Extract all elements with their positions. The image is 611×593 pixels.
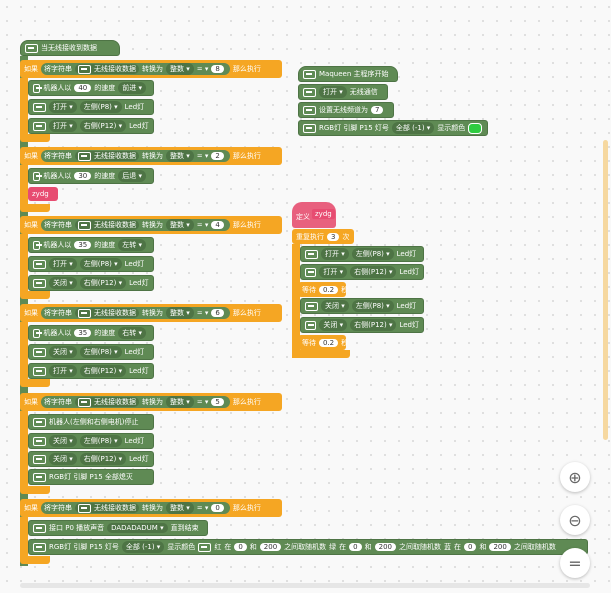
- function-define-block[interactable]: 定义 zydg: [292, 202, 336, 228]
- call-zydg-block[interactable]: zydg: [28, 187, 58, 201]
- horizontal-scrollbar[interactable]: [20, 583, 590, 588]
- condition[interactable]: 将字符串 无线接收数据 转换为 整数 ▾ = ▾ 5: [41, 396, 230, 408]
- led-block[interactable]: 打开 ▾ 右侧(P12) ▾ Led灯: [300, 264, 424, 280]
- stop-motors-block[interactable]: 机器人(左侧和右侧电机)停止: [28, 414, 154, 430]
- led-block[interactable]: 打开 ▾ 右侧(P12) ▾ Led灯: [28, 118, 154, 134]
- block-icon: [305, 301, 318, 311]
- block-icon: [33, 328, 43, 338]
- main-start-block[interactable]: Maqueen 主程序开始: [298, 66, 398, 82]
- led-block[interactable]: 关闭 ▾ 右侧(P12) ▾ Led灯: [28, 451, 154, 467]
- turn-right-block[interactable]: 机器人以 35 的速度 右转 ▾: [28, 325, 154, 341]
- if-block-2[interactable]: 如果 将字符串 无线接收数据 转换为 整数 ▾ = ▾ 2 那么执行: [20, 147, 282, 165]
- led-block[interactable]: 打开 ▾ 左侧(P8) ▾ Led灯: [28, 99, 154, 115]
- move-backward-block[interactable]: 机器人以 30 的速度 后退 ▾: [28, 168, 154, 184]
- block-icon: [198, 542, 212, 552]
- wait-block[interactable]: 等待 0.2 秒: [298, 282, 348, 297]
- led-block[interactable]: 关闭 ▾ 左侧(P8) ▾ Led灯: [300, 298, 424, 314]
- block-icon: [303, 105, 316, 115]
- if-block-5[interactable]: 如果 将字符串 无线接收数据 转换为 整数 ▾ = ▾ 5 那么执行: [20, 393, 282, 411]
- led-block[interactable]: 关闭 ▾ 左侧(P8) ▾ Led灯: [28, 344, 154, 360]
- zoom-in-icon[interactable]: ⊕: [560, 462, 590, 492]
- block-icon: [33, 347, 46, 357]
- block-icon: [33, 542, 46, 552]
- block-icon: [33, 278, 46, 288]
- block-icon: [78, 397, 91, 407]
- move-forward-block[interactable]: 机器人以 40 的速度 前进 ▾: [28, 80, 154, 96]
- condition[interactable]: 将字符串 无线接收数据 转换为 整数 ▾ = ▾ 8: [41, 63, 230, 75]
- if-block-4[interactable]: 如果 将字符串 无线接收数据 转换为 整数 ▾ = ▾ 4 那么执行: [20, 216, 282, 234]
- block-icon: [305, 249, 318, 259]
- led-block[interactable]: 关闭 ▾ 左侧(P8) ▾ Led灯: [28, 433, 154, 449]
- block-icon: [303, 87, 316, 97]
- condition[interactable]: 将字符串 无线接收数据 转换为 整数 ▾ = ▾ 4: [41, 219, 230, 231]
- rgb-off-block[interactable]: RGB灯 引脚 P15 全部熄灭: [28, 469, 154, 485]
- condition[interactable]: 将字符串 无线接收数据 转换为 整数 ▾ = ▾ 6: [41, 307, 230, 319]
- wait-block[interactable]: 等待 0.2 秒: [298, 335, 348, 350]
- radio-on-block[interactable]: 打开 ▾ 无线通信: [298, 84, 388, 100]
- if-block-6[interactable]: 如果 将字符串 无线接收数据 转换为 整数 ▾ = ▾ 6 那么执行: [20, 304, 282, 322]
- play-sound-block[interactable]: 接口 P0 播放声音 DADADADUM ▾ 直到结束: [28, 520, 208, 536]
- event-receive-block[interactable]: 当无线接收到数据: [20, 40, 120, 56]
- block-icon: [303, 69, 316, 79]
- vertical-scrollbar[interactable]: [603, 140, 608, 440]
- radio-group-block[interactable]: 设置无线频道为 7: [298, 102, 394, 118]
- block-icon: [25, 43, 38, 53]
- block-icon: [78, 503, 91, 513]
- block-icon: [78, 151, 91, 161]
- zoom-reset-icon[interactable]: =: [560, 548, 590, 578]
- block-icon: [33, 454, 46, 464]
- block-icon: [33, 102, 46, 112]
- rgb-show-color-block[interactable]: RGB灯 引脚 P15 灯号 全部 (-1) ▾ 显示颜色: [298, 120, 488, 136]
- block-icon: [78, 64, 91, 74]
- block-icon: [33, 83, 43, 93]
- led-block[interactable]: 打开 ▾ 右侧(P12) ▾ Led灯: [28, 363, 154, 379]
- block-icon: [33, 472, 46, 482]
- turn-left-block[interactable]: 机器人以 35 的速度 左转 ▾: [28, 237, 154, 253]
- block-icon: [33, 171, 43, 181]
- block-icon: [78, 308, 91, 318]
- zoom-out-icon[interactable]: ⊖: [560, 505, 590, 535]
- led-block[interactable]: 关闭 ▾ 右侧(P12) ▾ Led灯: [300, 317, 424, 333]
- if-block-0[interactable]: 如果 将字符串 无线接收数据 转换为 整数 ▾ = ▾ 0 那么执行: [20, 499, 282, 517]
- condition[interactable]: 将字符串 无线接收数据 转换为 整数 ▾ = ▾ 0: [41, 502, 230, 514]
- block-icon: [33, 121, 46, 131]
- block-icon: [78, 220, 91, 230]
- block-icon: [33, 436, 46, 446]
- if-block-8[interactable]: 如果 将字符串 无线接收数据 转换为 整数 ▾ = ▾ 8 那么执行: [20, 60, 282, 78]
- block-icon: [33, 366, 46, 376]
- block-icon: [303, 123, 316, 133]
- block-icon: [33, 417, 46, 427]
- color-swatch[interactable]: [468, 122, 483, 134]
- block-icon: [33, 259, 46, 269]
- led-block[interactable]: 关闭 ▾ 右侧(P12) ▾ Led灯: [28, 275, 154, 291]
- led-block[interactable]: 打开 ▾ 左侧(P8) ▾ Led灯: [28, 256, 154, 272]
- block-icon: [305, 320, 317, 330]
- block-icon: [305, 267, 317, 277]
- led-block[interactable]: 打开 ▾ 左侧(P8) ▾ Led灯: [300, 246, 424, 262]
- block-icon: [33, 240, 43, 250]
- rgb-random-block[interactable]: RGB灯 引脚 P15 灯号 全部 (-1) ▾ 显示颜色 红 在 0 和 20…: [28, 539, 588, 555]
- repeat-block[interactable]: 重复执行 3 次: [292, 229, 354, 244]
- block-icon: [33, 523, 46, 533]
- condition[interactable]: 将字符串 无线接收数据 转换为 整数 ▾ = ▾ 2: [41, 150, 230, 162]
